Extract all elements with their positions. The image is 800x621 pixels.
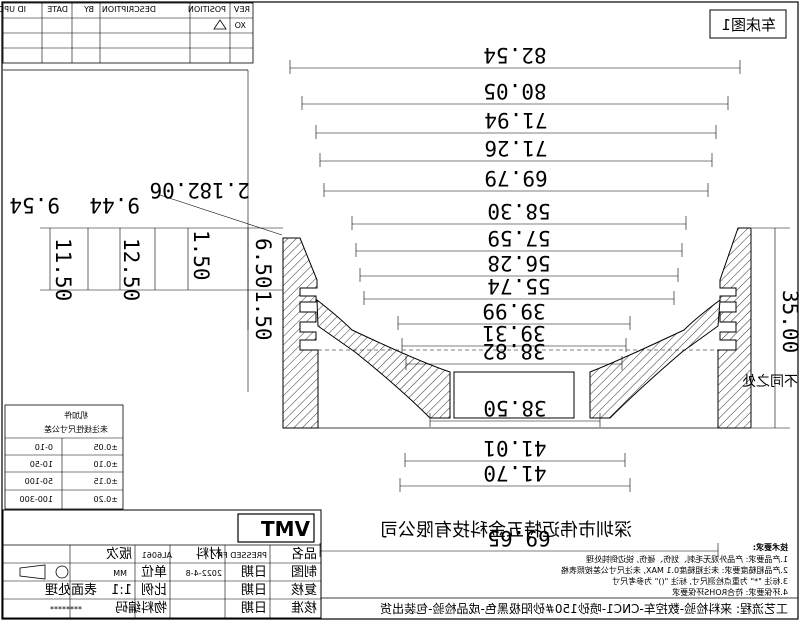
vmt-logo: VMT	[261, 517, 310, 541]
part-name-value: PRESSED FR	[217, 551, 267, 560]
horizontal-dimension-group: 82.54 80.05 71.94 71.26 69.79 58.30 57.5956.28…	[289, 43, 741, 557]
tol-range-0: 0-10	[35, 443, 53, 452]
date-label-3: 日期	[241, 601, 267, 616]
dimension-value-7: 56.28	[487, 251, 550, 275]
unit-label: 单位	[141, 565, 167, 580]
checker-label: 复核	[291, 583, 317, 598]
rev-header-date: DATE	[47, 5, 68, 14]
view-label-box: 车床图1	[709, 9, 787, 39]
dimension-value-8: 55.74	[487, 274, 550, 298]
drafter-label: 制图	[291, 565, 317, 580]
tech-note-3: 3.标注 "*" 为重点检测尺寸, 标注 "()" 为参考尺寸	[612, 576, 788, 586]
tolerance-table: 机加件 未注线性尺寸公差 0-10 ±0.05 10-50 ±0.10 50-1…	[4, 404, 124, 510]
part-section	[282, 227, 752, 429]
triangle-icon	[213, 19, 227, 30]
material-value: AL6061	[142, 551, 172, 560]
projection-symbol-icon	[55, 565, 69, 579]
rev-header-rev: REV	[233, 5, 250, 14]
date-label-1: 日期	[241, 565, 267, 580]
right-dimension-group: 35.00 不同之处	[742, 227, 800, 429]
part-name-label: 品名	[291, 546, 317, 562]
date-value: 2022-4-8	[186, 569, 222, 578]
dimension-value-15: 69.65	[487, 526, 550, 550]
dimension-value-3: 71.26	[484, 136, 547, 160]
rev-row1-rev: XO	[235, 21, 246, 30]
tech-note-4: 4.环保要求: 符合ROHS环保要求	[672, 587, 788, 597]
dimension-value-2: 71.94	[484, 108, 547, 132]
dimension-value-5: 58.30	[487, 199, 550, 223]
dimension-value-14: 41.70	[483, 461, 546, 485]
tolerance-subtitle: 机加件	[64, 410, 88, 420]
dimension-value-11: 38.82	[482, 339, 545, 363]
projection-cone-icon	[19, 564, 46, 580]
process-flow: 工艺流程: 来料检验-数控车-CNC1-喷砂150#砂阳极黑色-成品检验-包装出…	[380, 601, 788, 616]
dimension-value-4: 69.79	[484, 166, 547, 190]
center-hub	[453, 371, 575, 419]
version-label: 版次	[106, 546, 132, 562]
tol-value-2: ±0.15	[93, 477, 118, 486]
tol-range-1: 10-50	[30, 460, 53, 469]
tol-value-3: ±0.20	[93, 495, 118, 504]
left-wall-section	[282, 237, 319, 429]
tech-notes-title: 技术要求:	[753, 542, 788, 552]
dimension-value-12: 38.50	[483, 396, 546, 420]
scale-label: 比例	[141, 583, 167, 598]
scale-value: 1:1	[111, 583, 132, 598]
right-note: 不同之处	[742, 374, 798, 390]
dim-left-d: 2.18	[199, 178, 250, 202]
dim-vert-5: 1.50	[251, 290, 275, 341]
dimension-value-6: 57.59	[487, 226, 550, 250]
approver-label: 核准	[291, 601, 317, 616]
basket-floor	[316, 298, 451, 419]
dimension-value-9: 39.99	[482, 299, 545, 323]
material-no-value: ********	[50, 605, 82, 614]
date-label-2: 日期	[241, 583, 267, 598]
dim-vert-1: 11.50	[51, 238, 75, 301]
rev-header-position: POSITION	[188, 5, 226, 14]
title-block: 深圳市伟迈特五金科技有限公司 VMT 品名 PRESSED FR 材料 AL60…	[2, 509, 632, 619]
left-dimension-group: 9.54 9.44 2.06 2.18 11.50 12.50 1.50 6.5…	[9, 178, 283, 341]
rev-header-description: DESCRIPTION	[102, 5, 156, 14]
tolerance-title: 未注线性尺寸公差	[44, 424, 108, 434]
dim-left-a: 9.54	[9, 193, 60, 217]
material-label: 材料	[196, 547, 222, 562]
right-wall-section	[717, 227, 752, 429]
dim-vert-3: 1.50	[189, 230, 213, 281]
dimension-value-1: 80.05	[483, 79, 546, 103]
company-name: 深圳市伟迈特五金科技有限公司	[380, 520, 632, 541]
tol-value-1: ±0.10	[93, 460, 118, 469]
vmt-logo-frame	[237, 513, 315, 543]
tol-value-0: ±0.05	[93, 443, 118, 452]
dimension-value-10: 39.31	[482, 321, 545, 345]
tol-range-2: 50-100	[25, 477, 53, 486]
tech-note-2: 2.产品粗糙度要求: 未注粗糙度0.1 MAX, 未注尺寸公差按照表格	[561, 565, 788, 575]
tol-range-3: 100-300	[20, 495, 53, 504]
dim-vert-2: 12.50	[119, 238, 143, 301]
tech-notes: 技术要求: 1.产品要求: 产品外观无毛刺、划伤、碰伤, 锐边倒钝处理 2.产品…	[321, 542, 798, 616]
dim-vert-4: 6.50	[251, 238, 275, 289]
dim-right: 35.00	[778, 290, 800, 353]
surface-label: 表面处理	[45, 583, 97, 598]
rev-header-by: BY	[84, 5, 94, 14]
dimension-value-0: 82.54	[483, 43, 546, 67]
basket-floor-right	[589, 298, 721, 419]
dim-left-c: 2.06	[149, 178, 200, 202]
material-no-label: 物料编码	[115, 601, 167, 616]
dim-left-b: 9.44	[89, 193, 140, 217]
view-label: 车床图1	[721, 16, 776, 34]
tech-note-1: 1.产品要求: 产品外观无毛刺、划伤、碰伤, 锐边倒钝处理	[586, 554, 788, 564]
dimension-value-13: 41.01	[483, 436, 546, 460]
unit-value: MM	[113, 569, 127, 578]
